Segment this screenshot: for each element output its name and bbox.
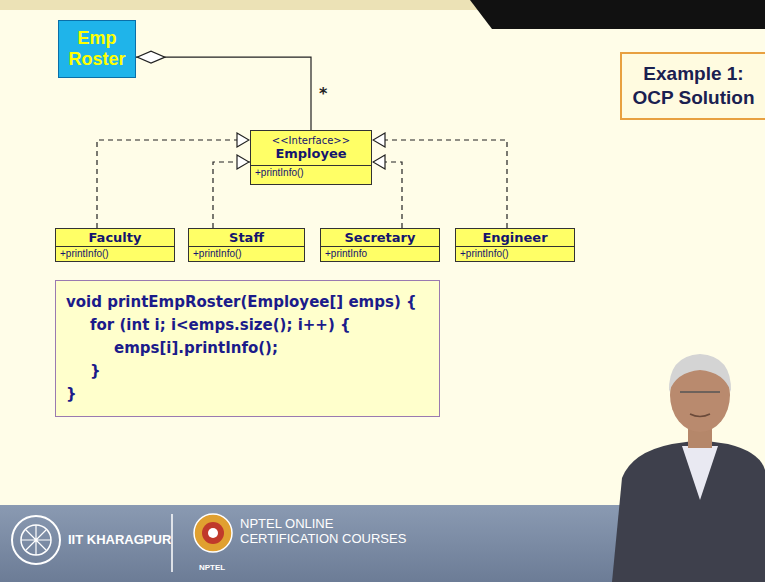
box-title: Staff bbox=[229, 230, 264, 245]
footer-divider bbox=[171, 514, 173, 572]
code-line: void printEmpRoster(Employee[] emps) { bbox=[66, 291, 417, 314]
top-band bbox=[470, 0, 765, 29]
box-header: void printEmpRoster(Employee[] emps) {fo… bbox=[66, 291, 429, 406]
box-body: +printInfo() bbox=[456, 247, 574, 260]
realization-line bbox=[97, 140, 250, 228]
box-title: Faculty bbox=[89, 230, 142, 245]
box-title: Example 1: OCP Solution bbox=[628, 62, 759, 110]
box-text: +printInfo bbox=[325, 248, 367, 259]
box-header: Staff bbox=[189, 229, 304, 247]
box-title: Secretary bbox=[345, 230, 416, 245]
class-box: Secretary +printInfo bbox=[320, 228, 440, 262]
box-body: +printInfo() bbox=[56, 247, 174, 260]
presenter-jacket bbox=[612, 440, 765, 582]
code-line: } bbox=[90, 360, 101, 383]
logo-spokes bbox=[21, 525, 51, 555]
nptel-logo bbox=[194, 514, 232, 552]
interface-box: <<Interface>>Employee+printInfo() bbox=[250, 130, 372, 185]
box-header: Faculty bbox=[56, 229, 174, 247]
logo-ring bbox=[194, 514, 232, 552]
course-banner: NPTEL ONLINE CERTIFICATION COURSES bbox=[240, 516, 435, 546]
logo-dot bbox=[208, 528, 218, 538]
top-strip bbox=[0, 0, 480, 10]
class-box: Faculty +printInfo() bbox=[55, 228, 175, 262]
box-header: Emp Roster bbox=[63, 28, 131, 70]
class-box: Engineer +printInfo() bbox=[455, 228, 575, 262]
presenter-glasses bbox=[680, 391, 720, 393]
box-body: +printInfo() bbox=[189, 247, 304, 260]
code-line: } bbox=[66, 383, 77, 406]
box-header: Secretary bbox=[321, 229, 439, 247]
box-text: +printInfo() bbox=[60, 248, 109, 259]
realization-line bbox=[372, 162, 402, 228]
presenter-hair bbox=[669, 354, 731, 392]
box-title: <<Interface>> bbox=[272, 135, 350, 146]
box-header: Example 1: OCP Solution bbox=[628, 62, 759, 110]
institute-name: IIT KHARAGPUR bbox=[68, 532, 171, 547]
box-body: +printInfo bbox=[321, 247, 439, 260]
box-text: +printInfo() bbox=[193, 248, 242, 259]
code-line: emps[i].printInfo(); bbox=[114, 337, 278, 360]
box-title: Engineer bbox=[482, 230, 547, 245]
presenter-mouth bbox=[690, 414, 710, 417]
aggregation-line bbox=[136, 57, 311, 130]
class-box: Staff +printInfo() bbox=[188, 228, 305, 262]
box-text: +printInfo() bbox=[255, 167, 304, 178]
box-text: Employee bbox=[275, 146, 346, 161]
title-box: Example 1: OCP Solution bbox=[620, 52, 765, 120]
code-box: void printEmpRoster(Employee[] emps) {fo… bbox=[55, 280, 440, 417]
class-box: Emp Roster bbox=[58, 20, 136, 78]
logo-caption: NPTEL bbox=[199, 563, 225, 572]
iit-logo bbox=[12, 516, 60, 564]
presenter-figure bbox=[612, 354, 765, 582]
code-line: for (int i; i<emps.size(); i++) { bbox=[90, 314, 351, 337]
box-title: Emp Roster bbox=[63, 28, 131, 70]
box-body: +printInfo() bbox=[251, 166, 371, 179]
realization-line bbox=[213, 162, 250, 228]
logo-core bbox=[202, 522, 224, 544]
realization-line bbox=[372, 140, 507, 228]
box-text: +printInfo() bbox=[460, 248, 509, 259]
logo-ring bbox=[12, 516, 60, 564]
box-header: Engineer bbox=[456, 229, 574, 247]
presenter-shirt bbox=[682, 446, 718, 500]
logo-ring bbox=[21, 525, 51, 555]
box-header: <<Interface>>Employee bbox=[251, 131, 371, 166]
multiplicity: * bbox=[319, 84, 327, 103]
